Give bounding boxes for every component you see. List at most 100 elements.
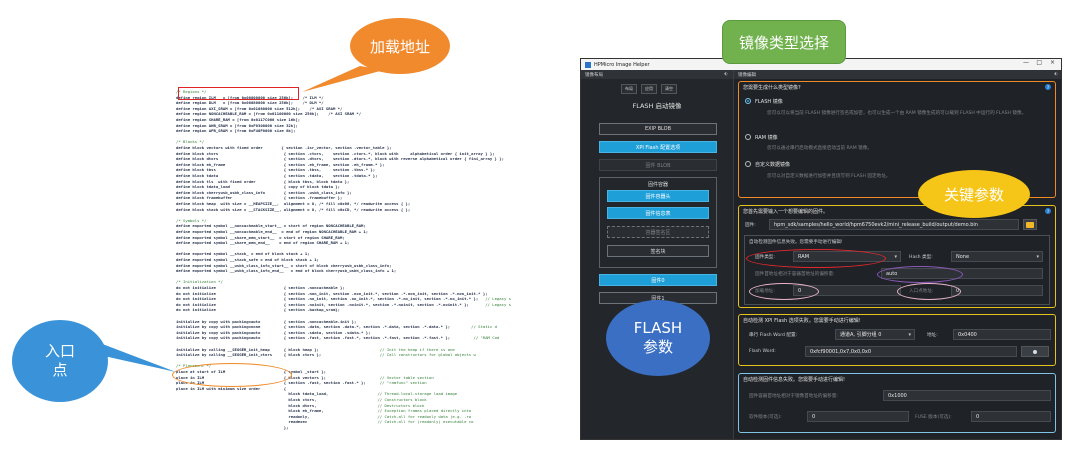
layout-pane: 镜像布局 ⬖ 布局 应用 清空 FLASH 启动镜像 EXIP BLOB XPI… <box>581 70 734 439</box>
layout-toolbar: 布局 应用 清空 <box>621 84 677 94</box>
nav-container-signature[interactable]: 容器签名区 <box>607 226 709 238</box>
flash-word-edit-button[interactable] <box>1021 346 1049 357</box>
code-line: }; <box>176 425 289 430</box>
image-offset-input[interactable]: 0x1000 <box>883 390 1051 401</box>
code-line: define block ctors { section .ctors, sec… <box>176 150 495 156</box>
code-line: define exported symbol __share_mem_start… <box>176 234 345 240</box>
code-line: define block vectors with fixed order { … <box>176 145 392 150</box>
radio-ram-image[interactable] <box>745 134 751 140</box>
container-section: 自动检测固件信息失败。您需要手动进行编辑! 固件容器首地址相对于镜像首地址的偏移… <box>738 373 1056 433</box>
code-line: do not initialize { section .no_init, se… <box>176 296 511 302</box>
code-line: place in ILM with minimum size order { <box>176 385 287 391</box>
code-line: define block heap with size = __HEAPSIZE… <box>176 201 411 206</box>
help-icon[interactable]: ? <box>1045 84 1051 90</box>
callout-load-address: 加载地址 <box>350 18 450 74</box>
tool-layout-button[interactable]: 布局 <box>621 84 637 94</box>
close-button[interactable]: × <box>1049 59 1055 66</box>
radio-custom-image[interactable] <box>745 161 751 167</box>
code-line: define block stack with size = __STACKSI… <box>176 206 411 212</box>
help-icon[interactable]: ? <box>1045 208 1051 214</box>
code-line: /* Blocks */ <box>176 139 205 145</box>
xpi-flash-section: 自动检测 XPI Flash 选项失败。您需要手动进行编辑! 串行 Flash … <box>738 314 1056 366</box>
code-line: /* Initialization */ <box>176 279 223 285</box>
code-line: block tdata_load, // Thread-local-storag… <box>176 391 458 397</box>
nav-signature-block[interactable]: 签名块 <box>607 245 709 257</box>
code-line: define block tbss { section .tbss, secti… <box>176 167 376 173</box>
flash-word-label: Flash Word: <box>749 349 776 354</box>
flash-address-input[interactable]: 0x0400 <box>953 329 1051 340</box>
code-line: define block tls with fixed order { bloc… <box>176 178 350 184</box>
offset-highlight <box>877 266 963 283</box>
software-version-input[interactable]: 0 <box>807 411 909 422</box>
editor-pane-title: 镜像编辑 <box>738 72 756 78</box>
code-line: define region AXI_SRAM = [from 0x0108000… <box>176 105 343 111</box>
tool-clear-button[interactable]: 清空 <box>661 84 677 94</box>
entry-highlight-ellipse <box>172 363 292 387</box>
code-line: initialize by calling __SEGGER_init_ctor… <box>176 352 476 358</box>
nav-exip-blob[interactable]: EXIP BLOB <box>599 123 717 135</box>
callout-key-params: 关键参数 <box>918 170 1030 218</box>
chevron-down-icon: ▾ <box>894 253 897 260</box>
browse-button[interactable] <box>1023 219 1037 230</box>
pin-icon[interactable]: ⬖ <box>1054 71 1058 77</box>
code-line: do not initialize { section .backup_sram… <box>176 307 340 313</box>
flash-word-config-label: 串行 Flash Word 配置: <box>749 333 798 338</box>
nav-firmware-0[interactable]: 固件0 <box>599 274 717 286</box>
code-line: block eh_frame, // Exception frames plac… <box>176 408 472 414</box>
ram-image-option[interactable]: RAM 镜像 <box>755 135 778 141</box>
load-address-highlight <box>749 283 819 300</box>
fuse-version-label: FUSE 版本(可选): <box>915 415 952 420</box>
code-line: initialize by copy with packing=auto { s… <box>176 335 500 341</box>
code-line: define block tdata { section .tdata, sec… <box>176 173 378 178</box>
code-line: do not initialize { section .non_init, s… <box>176 290 488 296</box>
app-icon <box>585 61 591 68</box>
entry-address-input[interactable]: 0 <box>951 285 1043 296</box>
image-helper-window: HPMicro Image Helper — □ × 镜像布局 ⬖ 布局 应用 … <box>580 58 1062 440</box>
code-line: do not initialize { section .noncacheabl… <box>176 285 345 290</box>
code-line: define block tdata_load { copy of block … <box>176 184 340 190</box>
nav-firmware-info[interactable]: 固件信息表 <box>607 207 709 219</box>
minimize-button[interactable]: — <box>1023 59 1029 66</box>
nav-xpi-flash-config[interactable]: XPI Flash 配置选项 <box>599 141 717 153</box>
custom-image-option[interactable]: 自定义数据镜像 <box>755 162 791 168</box>
firmware-label: 固件: <box>745 223 756 228</box>
code-line: initialize by copy with packing=auto { s… <box>176 318 357 324</box>
code-line: define exported symbol __share_mem_end__… <box>176 240 350 246</box>
hash-type-label: Hash 类型: <box>909 255 933 260</box>
pin-icon[interactable]: ⬖ <box>724 71 728 77</box>
flash-word-input[interactable]: 0xfcf90001,0x7,0x0,0x0 <box>805 346 1017 357</box>
folder-icon <box>1026 221 1034 228</box>
code-line: define block framebuffer { section .fram… <box>176 195 343 201</box>
radio-flash-image[interactable] <box>745 98 751 104</box>
code-line: define exported symbol __stack_ = end of… <box>176 251 310 257</box>
tool-apply-button[interactable]: 应用 <box>641 84 657 94</box>
firmware-type-highlight <box>746 249 886 268</box>
fuse-version-input[interactable]: 0 <box>971 411 1051 422</box>
software-version-label: 软件版本(可选): <box>749 415 782 420</box>
code-line: define region AHB_SRAM = [from 0xF030000… <box>176 122 298 128</box>
code-line: initialize by calling __SEGGER_init_heap… <box>176 346 455 352</box>
firmware-prompt: 您首先需要输入一个想要编辑的固件。 <box>743 209 829 215</box>
code-line: initialize by copy with packing=auto { s… <box>176 329 371 335</box>
maximize-button[interactable]: □ <box>1036 59 1042 66</box>
flash-image-option[interactable]: FLASH 镜像 <box>755 99 783 105</box>
code-line: readonly, // Catch-all for readonly data… <box>176 413 472 419</box>
firmware-path-input[interactable]: hpm_sdk/samples/hello_world/hpm6750evk2/… <box>769 219 1019 230</box>
code-line: define block eh_frame { section .eh_fram… <box>176 161 385 167</box>
hash-type-select[interactable]: None▾ <box>951 251 1043 262</box>
firmware-auto-hint: 自动检测固件信息失败。您需要手动进行编辑! <box>749 240 843 245</box>
nav-flash-blob[interactable]: 固件 BLOB <box>599 159 717 171</box>
xpi-flash-hint: 自动检测 XPI Flash 选项失败。您需要手动进行编辑! <box>743 318 861 324</box>
flash-image-title: FLASH 启动镜像 <box>632 102 682 110</box>
ram-image-desc: 您可以通过串行启动模式直接启动当前 RAM 镜像。 <box>767 146 872 151</box>
flash-word-config-select[interactable]: 通道A, 引脚分组 0▾ <box>835 329 915 340</box>
load-address-pointer <box>302 66 384 92</box>
callout-image-type: 镜像类型选择 <box>722 20 846 64</box>
code-line: define exported symbol __usbh_class_info… <box>176 262 392 268</box>
container-hint: 自动检测固件信息失败。您需要手动进行编辑! <box>743 377 846 383</box>
code-line: define exported symbol __noncacheable_st… <box>176 223 366 229</box>
code-line: /* Symbols */ <box>176 217 207 223</box>
code-line: readexec // Catch-all for (readonly) exe… <box>176 419 474 425</box>
layout-pane-header: 镜像布局 ⬖ <box>581 70 733 79</box>
nav-container-header[interactable]: 固件容器头 <box>607 190 709 202</box>
